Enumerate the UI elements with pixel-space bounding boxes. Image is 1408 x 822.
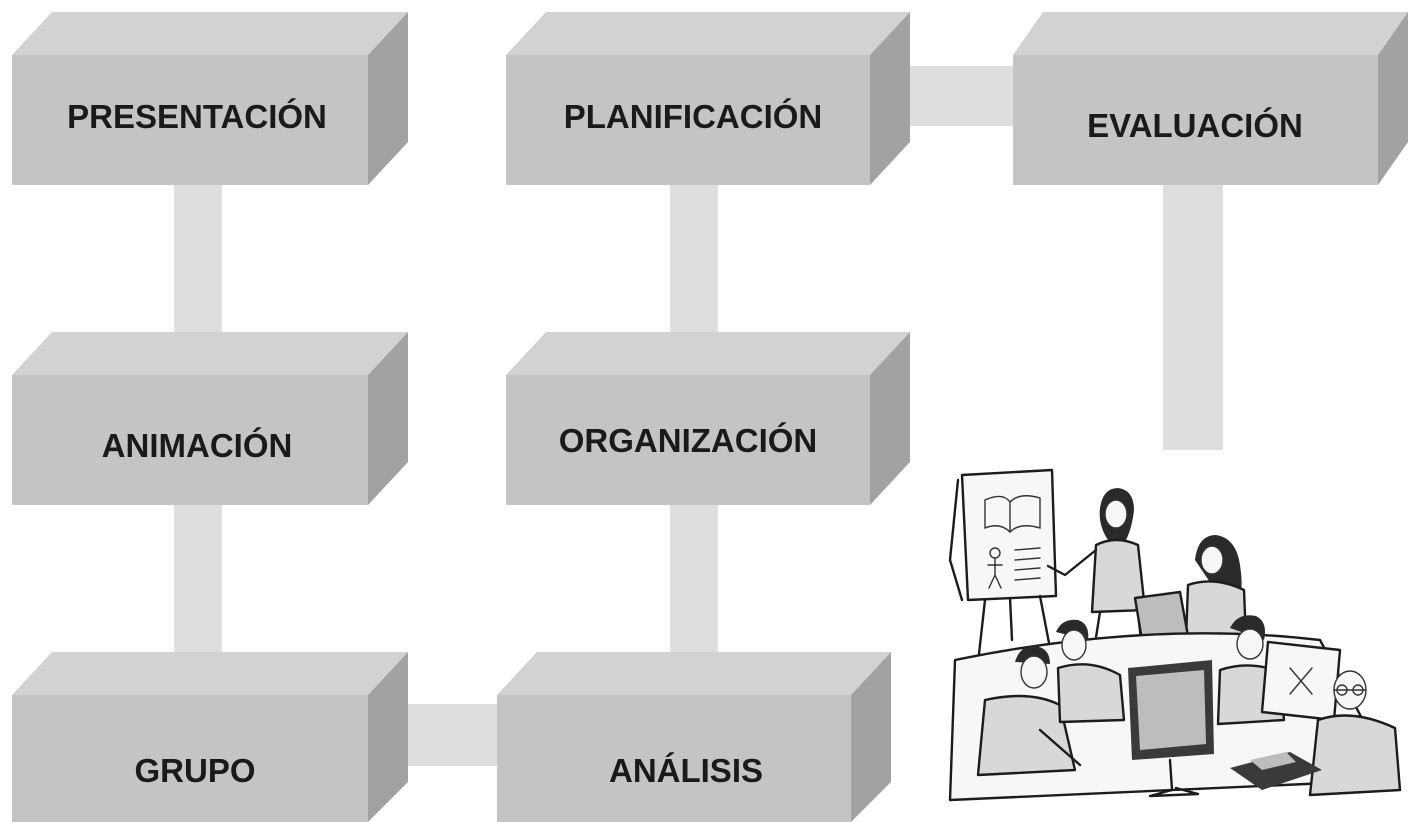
connector-organizacion-analisis	[670, 505, 718, 655]
box-label-animacion: ANIMACIÓN	[102, 427, 293, 464]
box-label-analisis: ANÁLISIS	[609, 752, 763, 789]
box-label-organizacion: ORGANIZACIÓN	[559, 422, 818, 459]
connector-animacion-grupo	[174, 505, 222, 655]
presenter-person-icon	[1046, 488, 1147, 652]
box-planificacion: PLANIFICACIÓN	[506, 12, 910, 185]
connector-grupo-analisis	[405, 704, 505, 766]
laptop-person-icon	[1128, 535, 1248, 642]
box-organizacion: ORGANIZACIÓN	[506, 332, 910, 505]
box-animacion: ANIMACIÓN	[12, 332, 408, 505]
connector-planificacion-organizacion	[670, 185, 718, 335]
box-evaluacion: EVALUACIÓN	[1013, 12, 1408, 185]
box-label-presentacion: PRESENTACIÓN	[67, 98, 327, 135]
connector-planificacion-evaluacion	[900, 66, 1020, 126]
writing-person-icon	[976, 645, 1082, 777]
connector-evaluacion-down	[1163, 185, 1223, 450]
board-person-icon	[1216, 615, 1342, 726]
monitor-icon	[1128, 660, 1214, 798]
team-meeting-illustration	[948, 468, 1402, 802]
box-label-planificacion: PLANIFICACIÓN	[564, 98, 823, 135]
connector-presentacion-animacion	[174, 185, 222, 335]
flipchart-icon	[948, 468, 1060, 692]
typewriter-icon	[1230, 752, 1322, 790]
box-label-grupo: GRUPO	[134, 752, 255, 789]
box-grupo: GRUPO	[12, 652, 408, 822]
box-presentacion: PRESENTACIÓN	[12, 12, 408, 185]
box-analisis: ANÁLISIS	[497, 652, 891, 822]
glasses-person-icon	[1308, 670, 1402, 797]
assistant-person-icon	[1056, 619, 1126, 724]
connectors	[174, 66, 1223, 766]
box-label-evaluacion: EVALUACIÓN	[1087, 107, 1303, 144]
